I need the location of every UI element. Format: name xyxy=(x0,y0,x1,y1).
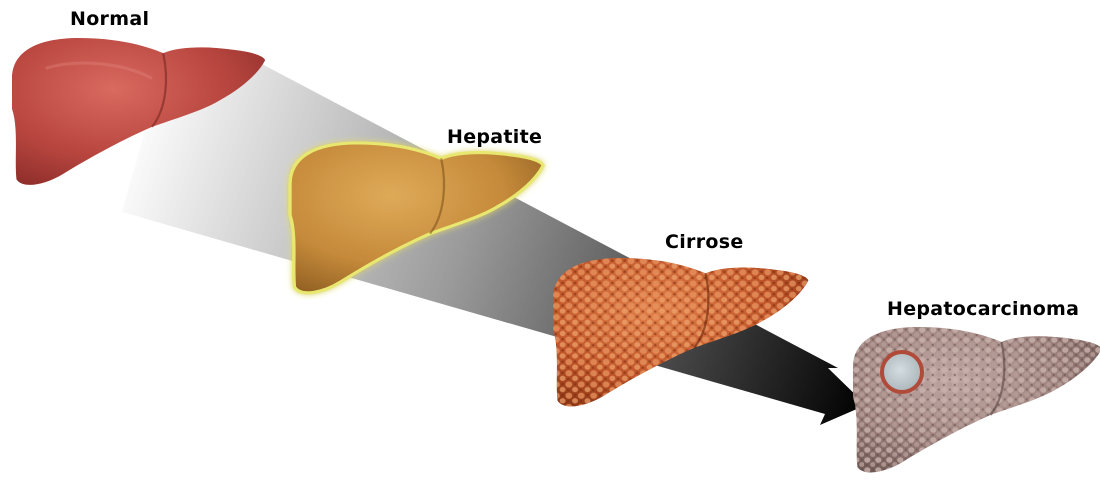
label-normal: Normal xyxy=(70,8,149,30)
label-hepatocarcinoma: Hepatocarcinoma xyxy=(887,298,1079,320)
tumor-mass xyxy=(882,352,922,392)
label-cirrose: Cirrose xyxy=(665,231,744,253)
progression-arrow xyxy=(122,62,866,425)
liver-hepatocarcinoma xyxy=(853,327,1100,472)
label-hepatite: Hepatite xyxy=(447,126,542,148)
